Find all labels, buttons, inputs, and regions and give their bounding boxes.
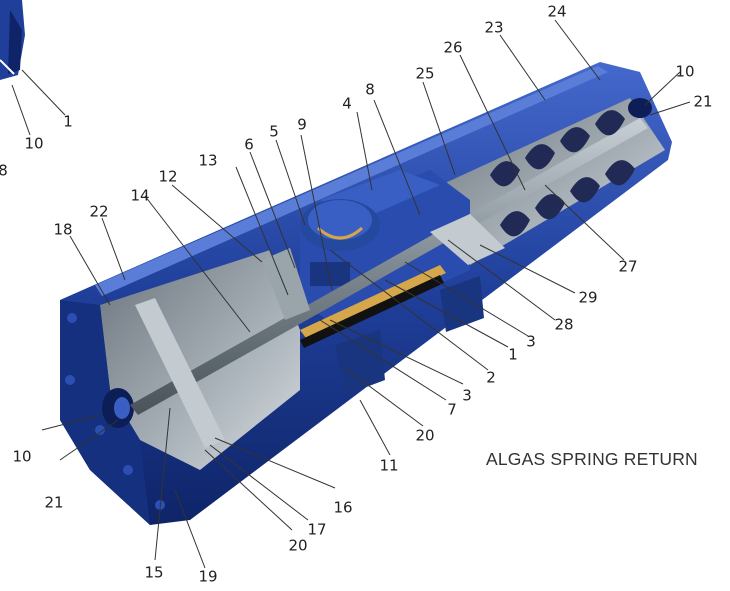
callout-label: 10	[24, 134, 44, 153]
diagram-caption: ALGAS SPRING RETURN	[486, 449, 698, 469]
callout-label: 8	[365, 80, 375, 99]
callout-label: 14	[130, 186, 150, 205]
callout-label: 24	[547, 2, 567, 21]
callout-label: 8	[0, 161, 8, 180]
callout-leader-lines	[11, 19, 691, 569]
callout-label: 6	[244, 135, 254, 154]
callout-label: 5	[269, 122, 279, 141]
callout-label: 26	[443, 38, 463, 57]
callout-label: 18	[53, 220, 73, 239]
callout-label: 21	[44, 493, 64, 512]
callout-label: 13	[198, 151, 218, 170]
callout-label: 25	[415, 64, 435, 83]
callout-label: 28	[554, 315, 574, 334]
callout-label: 19	[198, 567, 218, 586]
callout-label: 3	[526, 332, 536, 351]
piston-rod	[130, 118, 648, 415]
callout-label: 20	[415, 426, 435, 445]
callout-label: 23	[484, 18, 504, 37]
callout-label: 22	[89, 202, 109, 221]
pinion-assembly	[300, 199, 380, 286]
callout-label: 7	[447, 400, 457, 419]
callout-label: 16	[333, 498, 353, 517]
callout-label: 29	[578, 288, 598, 307]
callout-label: 2	[486, 368, 496, 387]
callout-label: 1	[63, 112, 73, 131]
callout-label: 9	[297, 115, 307, 134]
callout-label: 27	[618, 257, 638, 276]
pistons	[135, 214, 505, 448]
callout-label: 20	[288, 536, 308, 555]
callout-label: 3	[462, 386, 472, 405]
callout-label: 17	[307, 520, 327, 539]
callout-label: 12	[158, 167, 178, 186]
callout-label: 1	[508, 345, 518, 364]
callout-label: 10	[675, 62, 695, 81]
return-springs	[490, 110, 635, 237]
partial-actuator-view	[0, 0, 25, 80]
callout-label: 15	[144, 563, 164, 582]
callout-label: 10	[12, 447, 32, 466]
callout-label: 4	[342, 94, 352, 113]
callout-label: 21	[693, 92, 713, 111]
callout-label: 11	[379, 456, 399, 475]
